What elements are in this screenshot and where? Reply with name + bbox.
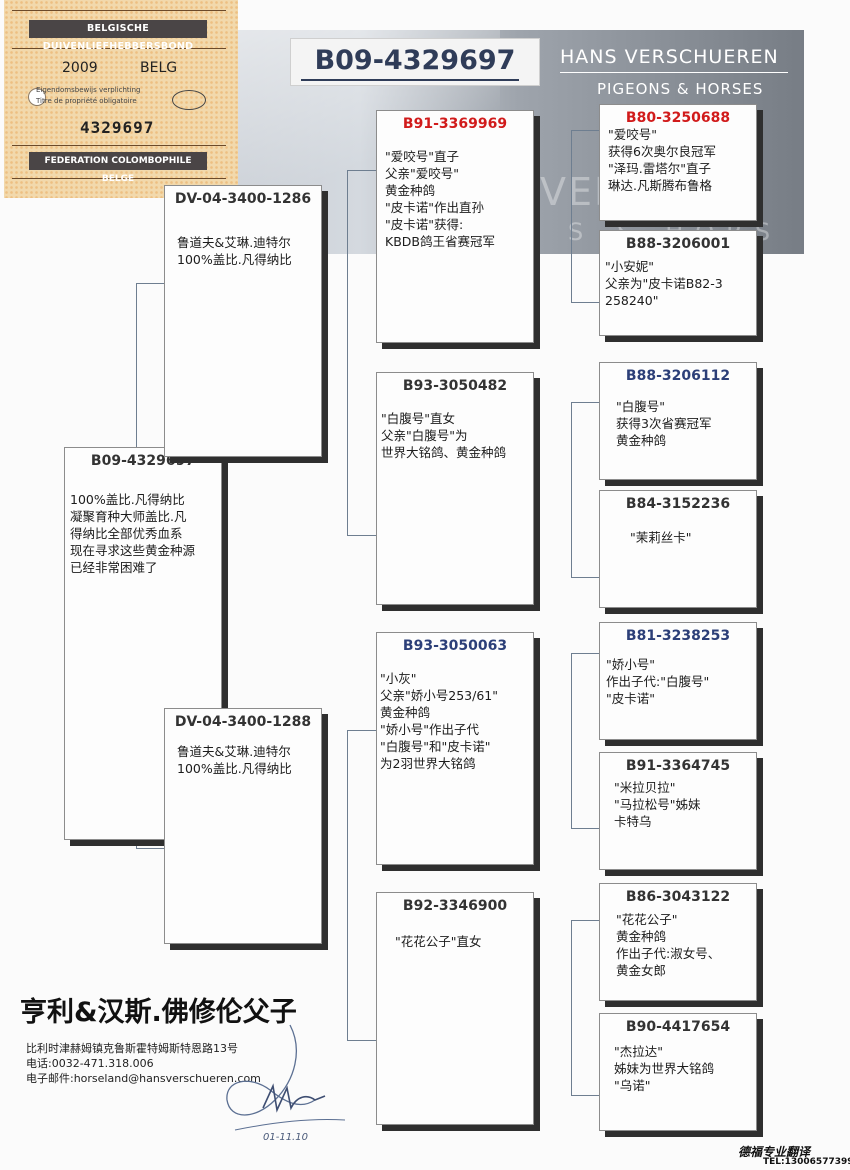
connector-gp1-parents <box>571 130 572 302</box>
owner-name: 亨利&汉斯.佛修伦父子 <box>20 997 297 1028</box>
grandparent-2-box: B93-3050482 "白腹号"直女 父亲"白腹号"为 世界大铭鸽、黄金种鸽 <box>376 372 534 605</box>
owner-email: 电子邮件:horseland@hansverschueren.com <box>26 1072 261 1085</box>
grandparent-1-id: B91-3369969 <box>402 116 508 132</box>
connector-ggp5 <box>571 653 599 654</box>
stamp-bottom-text: FEDERATION COLOMBOPHILE BELGE <box>29 152 207 184</box>
grandparent-4-box: B92-3346900 "花花公子"直女 <box>376 892 534 1125</box>
great-grandparent-2-box: B88-3206001 "小安妮" 父亲为"皮卡诺B82-3 258240" <box>599 230 757 336</box>
connector-ggp8 <box>571 1095 599 1096</box>
brand-divider <box>560 72 788 73</box>
brand-name: HANS VERSCHUEREN <box>560 46 779 68</box>
great-grandparent-7-id: B86-3043122 <box>625 889 731 905</box>
connector-gp3-parents <box>571 653 572 828</box>
subject-text: 100%盖比.凡得纳比 凝聚育种大师盖比.凡 得纳比全部优秀血系 现在寻求这些黄… <box>70 492 196 575</box>
connector-gp1 <box>347 170 376 171</box>
stamp-fine-text-2: Titre de propriété obligatoire <box>36 97 137 105</box>
connector-ggp7 <box>571 920 599 921</box>
great-grandparent-5-box: B81-3238253 "娇小号" 作出子代:"白腹号" "皮卡诺" <box>599 622 757 740</box>
subject-id: B09-4329697 <box>90 453 196 469</box>
great-grandparent-8-text: "杰拉达" 姊妹为世界大铭鸽 "乌诺" <box>614 1044 715 1093</box>
great-grandparent-3-box: B88-3206112 "白腹号" 获得3次省赛冠军 黄金种鸽 <box>599 362 757 480</box>
great-grandparent-6-id: B91-3364745 <box>625 758 731 774</box>
connector-ggp1 <box>571 130 599 131</box>
stamp-year: 2009 <box>62 60 98 76</box>
great-grandparent-6-box: B91-3364745 "米拉贝拉" "马拉松号"姊妹 卡特乌 <box>599 752 757 870</box>
owner-address: 比利时津赫姆镇克鲁斯霍特姆斯特恩路13号 <box>26 1042 238 1055</box>
great-grandparent-1-box: B80-3250688 "爱咬号" 获得6次奥尔良冠军 "泽玛.雷塔尔"直子 琳… <box>599 104 757 221</box>
ring-card-stamp: BELGISCHE DUIVENLIEFHEBBERSBOND 2009 BEL… <box>4 0 238 198</box>
connector-dam <box>136 848 164 849</box>
connector-sire-parents <box>347 170 348 535</box>
grandparent-1-box: B91-3369969 "爱咬号"直子 父亲"爱咬号" 黄金种鸽 "皮卡诺"作出… <box>376 110 534 343</box>
brand-tagline: PIGEONS & HORSES <box>597 80 764 98</box>
connector-gp2 <box>347 535 376 536</box>
great-grandparent-3-id: B88-3206112 <box>625 368 731 384</box>
grandparent-1-text: "爱咬号"直子 父亲"爱咬号" 黄金种鸽 "皮卡诺"作出直孙 "皮卡诺"获得: … <box>385 149 495 249</box>
connector-gp4-parents <box>571 920 572 1095</box>
grandparent-4-text: "花花公子"直女 <box>395 934 482 949</box>
connector-gp4 <box>347 1040 376 1041</box>
grandparent-2-id: B93-3050482 <box>402 378 508 394</box>
owner-phone: 电话:0032-471.318.006 <box>26 1057 154 1070</box>
signature-date: 01-11.10 <box>263 1132 308 1143</box>
grandparent-3-id: B93-3050063 <box>402 638 508 654</box>
great-grandparent-8-box: B90-4417654 "杰拉达" 姊妹为世界大铭鸽 "乌诺" <box>599 1013 757 1131</box>
connector-gp2-parents <box>571 402 572 577</box>
subject-box: B09-4329697 100%盖比.凡得纳比 凝聚育种大师盖比.凡 得纳比全部… <box>64 447 222 840</box>
great-grandparent-1-text: "爱咬号" 获得6次奥尔良冠军 "泽玛.雷塔尔"直子 琳达.凡斯腾布鲁格 <box>608 127 716 193</box>
connector-sire <box>136 283 164 284</box>
great-grandparent-4-text: "茉莉丝卡" <box>630 530 692 545</box>
great-grandparent-7-box: B86-3043122 "花花公子" 黄金种鸽 作出子代:淑女号、 黄金女郎 <box>599 883 757 1001</box>
great-grandparent-4-box: B84-3152236 "茉莉丝卡" <box>599 490 757 608</box>
great-grandparent-5-text: "娇小号" 作出子代:"白腹号" "皮卡诺" <box>606 657 710 706</box>
great-grandparent-3-text: "白腹号" 获得3次省赛冠军 黄金种鸽 <box>616 399 712 448</box>
stamp-country: BELG <box>140 60 178 76</box>
great-grandparent-6-text: "米拉贝拉" "马拉松号"姊妹 卡特乌 <box>614 780 701 829</box>
great-grandparent-8-id: B90-4417654 <box>625 1019 731 1035</box>
stamp-fine-text-1: Eigendomsbewijs verplichting <box>36 86 141 94</box>
stamp-number: 4329697 <box>80 118 155 137</box>
grandparent-3-text: "小灰" 父亲"娇小号253/61" 黄金种鸽 "娇小号"作出子代 "白腹号"和… <box>380 671 498 771</box>
pigeon-emblem-icon <box>172 90 206 110</box>
connector-dam-parents <box>347 730 348 1040</box>
connector-ggp4 <box>571 577 599 578</box>
punch-hole-icon <box>28 88 46 106</box>
great-grandparent-5-id: B81-3238253 <box>625 628 731 644</box>
grandparent-3-box: B93-3050063 "小灰" 父亲"娇小号253/61" 黄金种鸽 "娇小号… <box>376 632 534 865</box>
signature-icon: 01-11.10 <box>226 1024 346 1143</box>
connector-gp3 <box>347 730 376 731</box>
translator-credit: 德福专业翻译 <box>738 1145 811 1159</box>
dam-text: 鲁道夫&艾琳.迪特尔 100%盖比.凡得纳比 <box>177 744 292 776</box>
ring-title: B09-4329697 <box>290 38 540 86</box>
great-grandparent-4-id: B84-3152236 <box>625 496 731 512</box>
sire-text: 鲁道夫&艾琳.迪特尔 100%盖比.凡得纳比 <box>177 235 292 267</box>
great-grandparent-1-id: B80-3250688 <box>625 110 731 126</box>
connector-ggp2 <box>571 302 599 303</box>
stamp-top-text: BELGISCHE DUIVENLIEFHEBBERSBOND <box>29 20 207 52</box>
great-grandparent-2-text: "小安妮" 父亲为"皮卡诺B82-3 258240" <box>605 259 723 308</box>
sire-id: DV-04-3400-1286 <box>174 191 312 207</box>
connector-ggp3 <box>571 402 599 403</box>
dam-id: DV-04-3400-1288 <box>174 714 312 730</box>
grandparent-2-text: "白腹号"直女 父亲"白腹号"为 世界大铭鸽、黄金种鸽 <box>381 411 507 460</box>
connector-ggp6 <box>571 828 599 829</box>
dam-box: DV-04-3400-1288 鲁道夫&艾琳.迪特尔 100%盖比.凡得纳比 <box>164 708 322 944</box>
ring-title-text: B09-4329697 <box>314 45 516 76</box>
sire-box: DV-04-3400-1286 鲁道夫&艾琳.迪特尔 100%盖比.凡得纳比 <box>164 185 322 457</box>
grandparent-4-id: B92-3346900 <box>402 898 508 914</box>
translator-tel: TEL:13006577399 <box>763 1157 850 1167</box>
great-grandparent-7-text: "花花公子" 黄金种鸽 作出子代:淑女号、 黄金女郎 <box>616 912 721 978</box>
great-grandparent-2-id: B88-3206001 <box>625 236 731 252</box>
